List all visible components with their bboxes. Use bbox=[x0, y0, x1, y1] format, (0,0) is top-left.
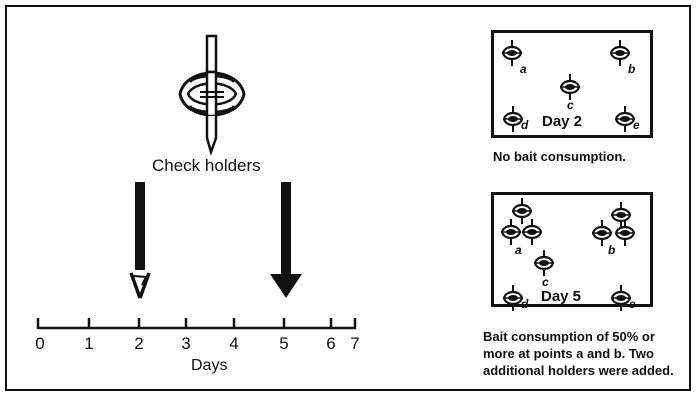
point-label-c: c bbox=[542, 275, 549, 289]
axis-title: Days bbox=[191, 357, 228, 374]
day-2-label: Day 2 bbox=[542, 113, 583, 130]
check-holders-label: Check holders bbox=[152, 156, 261, 175]
bait-holder-c bbox=[533, 248, 555, 278]
point-label-e: e bbox=[629, 297, 636, 311]
bait-holder-d bbox=[502, 104, 524, 134]
tick-label: 2 bbox=[134, 334, 144, 353]
caption-line: more at points a and b. Two bbox=[483, 346, 654, 361]
tick-label: 4 bbox=[229, 334, 239, 353]
point-label-a: a bbox=[515, 243, 522, 257]
bait-holder-a bbox=[500, 217, 522, 247]
arrow-day-2 bbox=[129, 182, 151, 299]
tick-label: 3 bbox=[181, 334, 191, 353]
point-label-e: e bbox=[633, 118, 640, 132]
arrow-day-5 bbox=[270, 182, 302, 298]
caption-line: additional holders were added. bbox=[483, 363, 674, 378]
figure-frame bbox=[5, 5, 691, 391]
tick-label: 6 bbox=[326, 334, 336, 353]
bait-holder-a bbox=[501, 38, 523, 68]
bait-holder-e bbox=[614, 104, 636, 134]
bait-holder-b bbox=[609, 38, 631, 68]
bait-holder-b-neighbor bbox=[614, 218, 636, 248]
point-label-b: b bbox=[628, 62, 636, 76]
point-label-b: b bbox=[608, 243, 616, 257]
tick-label: 7 bbox=[350, 334, 360, 353]
point-label-a: a bbox=[520, 62, 527, 76]
point-label-c: c bbox=[567, 98, 574, 112]
bait-holder-d bbox=[502, 283, 524, 313]
tick-label: 1 bbox=[84, 334, 94, 353]
tick-label: 5 bbox=[279, 334, 289, 353]
tick-label: 0 bbox=[35, 334, 45, 353]
bait-holder-c bbox=[559, 72, 581, 102]
bait-holder-illustration bbox=[178, 34, 246, 157]
day-5-label: Day 5 bbox=[541, 288, 582, 305]
caption-line: Bait consumption of 50% or bbox=[483, 329, 655, 344]
point-label-d: d bbox=[521, 297, 529, 311]
day-5-caption: Bait consumption of 50% or more at point… bbox=[483, 328, 674, 379]
point-label-d: d bbox=[521, 118, 529, 132]
bait-holder-e bbox=[610, 283, 632, 313]
bait-holder-a-neighbor bbox=[521, 217, 543, 247]
day-2-caption: No bait consumption. bbox=[493, 149, 626, 164]
